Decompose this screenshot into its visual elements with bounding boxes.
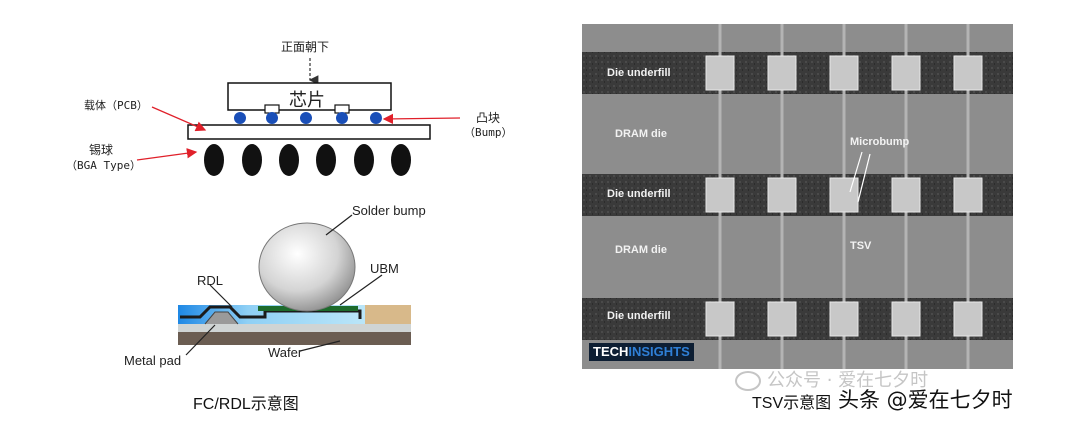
ball-arrow (136, 148, 198, 161)
carrier-board (187, 124, 431, 140)
ball-label-en: （BGA Type） (66, 159, 141, 172)
face-down-label: 正面朝下 (281, 40, 330, 54)
rdl-label: RDL (197, 273, 224, 288)
attribution: 头条 @爱在七夕时 (838, 388, 1013, 412)
bump-row (234, 112, 382, 124)
underfill-band-1 (582, 52, 1013, 94)
rdl-drawing (178, 214, 411, 356)
sem-label-dram-1: DRAM die (615, 128, 667, 140)
sem-label-underfill-3: Die underfill (607, 310, 671, 322)
underfill-band-3 (582, 298, 1013, 340)
carrier-label: 载体（PCB） (84, 99, 148, 112)
flip-chip-diagram: 正面朝下 芯片 载体（PCB） 凸块 （Bump） 锡球 （BGA Type） (0, 0, 520, 200)
sem-label-underfill-1: Die underfill (607, 67, 671, 79)
underfill-band-2 (582, 174, 1013, 216)
rdl-diagram: Solder bump UBM RDL Metal pad Wafer (0, 195, 520, 385)
metal-pad-shape (204, 311, 239, 325)
solder-bump-label: Solder bump (352, 203, 426, 218)
watermark: 公众号 · 爱在七夕时 (735, 366, 928, 392)
sem-drawing (582, 24, 1013, 369)
bump-arrow (382, 113, 461, 125)
solder-bump-ball (258, 222, 356, 312)
bump-label-en: （Bump） (464, 126, 513, 139)
chip-body (227, 82, 392, 111)
sem-label-microbump: Microbump (850, 136, 910, 148)
wafer-layer (178, 331, 411, 345)
wechat-icon (735, 371, 761, 391)
flip-chip-drawing (136, 58, 461, 176)
techinsights-logo: TECHINSIGHTS (589, 343, 694, 361)
tsv-sem-image: Die underfill DRAM die Die underfill DRA… (582, 24, 1013, 369)
metal-pad-label: Metal pad (124, 353, 182, 368)
left-caption: FC/RDL示意图 (193, 396, 299, 413)
carrier-arrow (151, 106, 207, 132)
solder-ball-row (204, 144, 411, 176)
ubm-label: UBM (370, 261, 399, 276)
chip-label: 芯片 (289, 90, 325, 111)
right-caption: TSV示意图 (752, 395, 832, 412)
sem-label-underfill-2: Die underfill (607, 188, 671, 200)
sem-label-dram-2: DRAM die (615, 244, 667, 256)
ball-label-cn: 锡球 (89, 143, 114, 157)
wafer-label: Wafer (268, 345, 303, 360)
sem-label-tsv: TSV (850, 240, 872, 252)
bump-label-cn: 凸块 (476, 111, 501, 125)
